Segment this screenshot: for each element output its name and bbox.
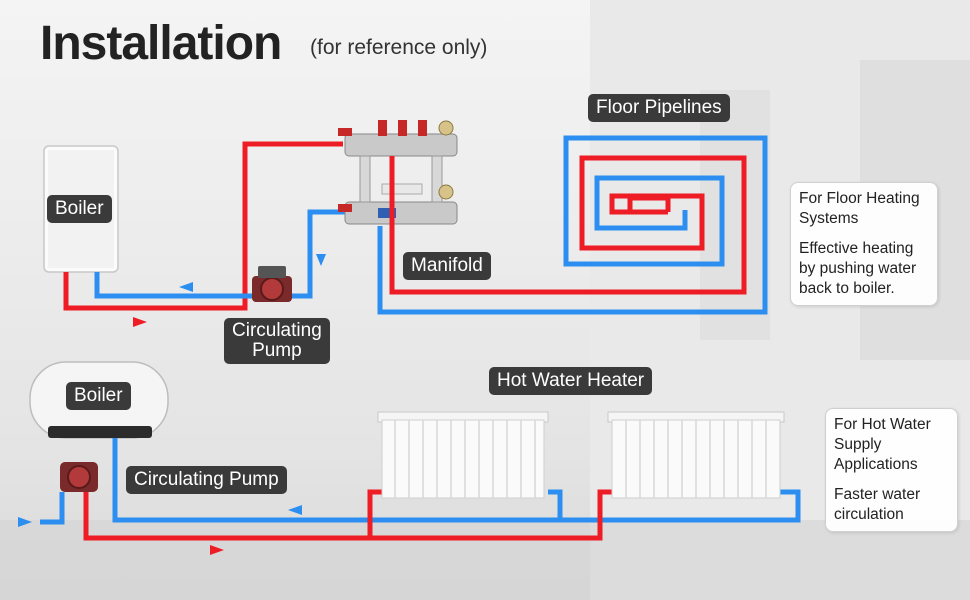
- note-floor-heating: For Floor Heating Systems Effective heat…: [790, 182, 938, 306]
- flow-arrow: [18, 517, 32, 527]
- flow-arrow: [133, 317, 147, 327]
- cold-pipe-bottom-return: [40, 492, 65, 525]
- label-manifold: Manifold: [403, 252, 491, 280]
- hot-pipe-bottom-supply: [83, 489, 612, 541]
- label-circulating-pump-bottom: Circulating Pump: [126, 466, 287, 494]
- flow-arrow: [316, 254, 326, 266]
- page-subtitle: (for reference only): [310, 36, 488, 59]
- label-boiler-top: Boiler: [47, 195, 112, 223]
- cold-pipe-top-return: [94, 209, 345, 299]
- note-hot-water-line2: Faster water circulation: [834, 486, 921, 523]
- page-title: Installation: [40, 17, 282, 70]
- note-hot-water-line1: For Hot Water Supply Applications: [834, 416, 931, 473]
- flow-arrow: [179, 282, 193, 292]
- cold-pipe-radiator-1: [548, 489, 563, 520]
- label-hot-water-heater: Hot Water Heater: [489, 367, 653, 395]
- note-floor-line1: For Floor Heating Systems: [799, 190, 920, 227]
- radiator-1: [377, 411, 549, 499]
- label-boiler-bottom: Boiler: [66, 382, 131, 410]
- cold-pipe-bottom-main: [112, 438, 801, 523]
- manifold: [338, 120, 458, 225]
- note-hot-water: For Hot Water Supply Applications Faster…: [825, 408, 958, 532]
- radiator-2: [607, 411, 785, 499]
- cold-pipe-floor-return: [377, 135, 768, 315]
- label-circulating-pump-top: Circulating Pump: [224, 318, 330, 364]
- hot-pipe-radiator-1: [367, 489, 382, 538]
- label-floor-pipelines: Floor Pipelines: [588, 94, 730, 122]
- flow-arrow: [210, 545, 224, 555]
- hot-pipe-floor-supply: [389, 155, 747, 295]
- hot-pipe-top-supply: [63, 141, 343, 311]
- flow-arrow: [288, 505, 302, 515]
- hot-pipe-floor-center: [627, 195, 671, 212]
- circulating-pump-bottom: [60, 462, 98, 492]
- circulating-pump-top: [252, 266, 292, 302]
- note-floor-line2: Effective heating by pushing water back …: [799, 240, 917, 297]
